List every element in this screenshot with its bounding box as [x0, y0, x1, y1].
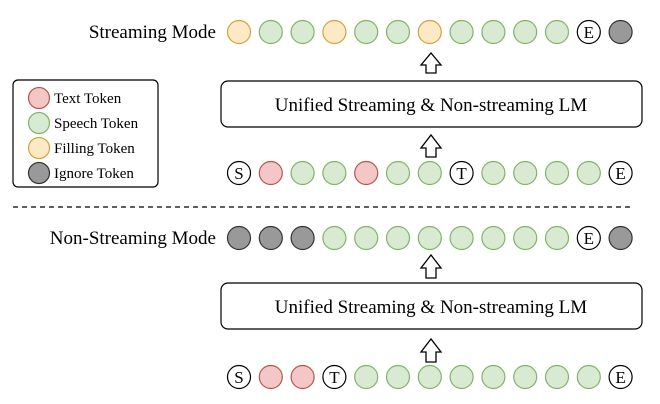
non-streaming-output-speech-token	[544, 225, 570, 251]
streaming-output-speech-token	[258, 19, 283, 45]
non-streaming-input-speech-token	[576, 364, 601, 390]
legend-ignore-label: Ignore Token	[54, 166, 134, 182]
streaming-output-filling-token	[417, 19, 442, 45]
streaming-input-speech-token	[417, 160, 442, 186]
non-streaming-input-speech-token	[417, 364, 442, 390]
non-streaming-input-token-letter: T	[329, 368, 340, 387]
non-streaming-output-e-token	[576, 225, 601, 251]
non-streaming-input-speech-token	[544, 364, 570, 390]
streaming-mode-label: Streaming Mode	[89, 22, 216, 43]
non-streaming-output-speech-token	[449, 225, 474, 251]
streaming-input-token-letter: E	[615, 164, 625, 183]
non-streaming-output-token-letter: E	[584, 229, 594, 248]
streaming-output-filling-token	[322, 19, 347, 45]
streaming-input-text-token	[258, 160, 283, 186]
non-streaming-lm-label: Unified Streaming & Non-streaming LM	[275, 297, 587, 318]
streaming-output-speech-token	[449, 19, 474, 45]
legend-text-swatch	[27, 86, 51, 110]
non-streaming-mode-label: Non-Streaming Mode	[50, 228, 216, 249]
streaming-input-speech-token	[385, 160, 411, 186]
non-streaming-input-text-token	[290, 364, 315, 390]
non-streaming-arrow-bottom	[419, 337, 443, 363]
streaming-input-speech-token	[544, 160, 570, 186]
non-streaming-output-speech-token	[385, 225, 411, 251]
non-streaming-output-speech-token	[354, 225, 379, 251]
streaming-input-t-token	[449, 160, 474, 186]
streaming-input-s-token	[226, 160, 252, 186]
streaming-output-token-letter: E	[584, 23, 594, 42]
streaming-section: Streaming Mode E Unified Streaming & Non…	[89, 19, 643, 186]
streaming-input-text-token	[354, 160, 379, 186]
streaming-input-speech-token	[322, 160, 347, 186]
streaming-lm-box	[220, 80, 643, 128]
non-streaming-input-speech-token	[449, 364, 474, 390]
streaming-arrow-bottom	[419, 133, 443, 158]
streaming-output-speech-token	[513, 19, 538, 45]
non-streaming-input-token-letter: E	[615, 368, 625, 387]
streaming-input-token-letter: T	[456, 164, 467, 183]
non-streaming-output-ignore-token	[290, 225, 315, 251]
non-streaming-input-text-token	[258, 364, 283, 390]
legend-text-label: Text Token	[54, 91, 122, 107]
non-streaming-input-e-token	[608, 364, 633, 390]
non-streaming-input-speech-token	[513, 364, 538, 390]
streaming-input-speech-token	[576, 160, 601, 186]
streaming-output-ignore-token	[608, 19, 633, 45]
streaming-input-speech-token	[513, 160, 538, 186]
streaming-input-speech-token	[481, 160, 506, 186]
non-streaming-input-token-letter: S	[234, 368, 243, 387]
legend-speech-swatch	[27, 111, 51, 135]
non-streaming-arrow-top	[419, 253, 443, 279]
streaming-output-speech-token	[481, 19, 506, 45]
non-streaming-output-ignore-token	[226, 225, 252, 251]
non-streaming-output-speech-token	[481, 225, 506, 251]
streaming-output-speech-token	[290, 19, 315, 45]
streaming-input-token-letter: S	[234, 164, 243, 183]
legend-box	[12, 79, 159, 188]
non-streaming-output-speech-token	[513, 225, 538, 251]
streaming-input-e-token	[608, 160, 633, 186]
non-streaming-input-t-token	[322, 364, 347, 390]
legend-filling-swatch	[27, 136, 51, 160]
non-streaming-lm-box	[220, 282, 643, 330]
legend-ignore-swatch	[27, 161, 51, 185]
non-streaming-output-ignore-token	[608, 225, 633, 251]
non-streaming-input-speech-token	[354, 364, 379, 390]
streaming-output-speech-token	[385, 19, 411, 45]
legend-filling-label: Filling Token	[54, 141, 135, 157]
non-streaming-output-speech-token	[417, 225, 442, 251]
non-streaming-input-s-token	[226, 364, 252, 390]
streaming-output-speech-token	[354, 19, 379, 45]
streaming-output-e-token	[576, 19, 601, 45]
streaming-arrow-top	[419, 51, 443, 74]
non-streaming-section: Non-Streaming Mode E Unified Streaming &…	[50, 225, 643, 390]
streaming-input-speech-token	[290, 160, 315, 186]
legend-speech-label: Speech Token	[54, 116, 139, 132]
non-streaming-input-speech-token	[481, 364, 506, 390]
streaming-output-filling-token	[226, 19, 252, 45]
non-streaming-output-speech-token	[322, 225, 347, 251]
streaming-output-speech-token	[544, 19, 570, 45]
non-streaming-input-speech-token	[385, 364, 411, 390]
non-streaming-output-ignore-token	[258, 225, 283, 251]
streaming-lm-label: Unified Streaming & Non-streaming LM	[275, 95, 587, 116]
